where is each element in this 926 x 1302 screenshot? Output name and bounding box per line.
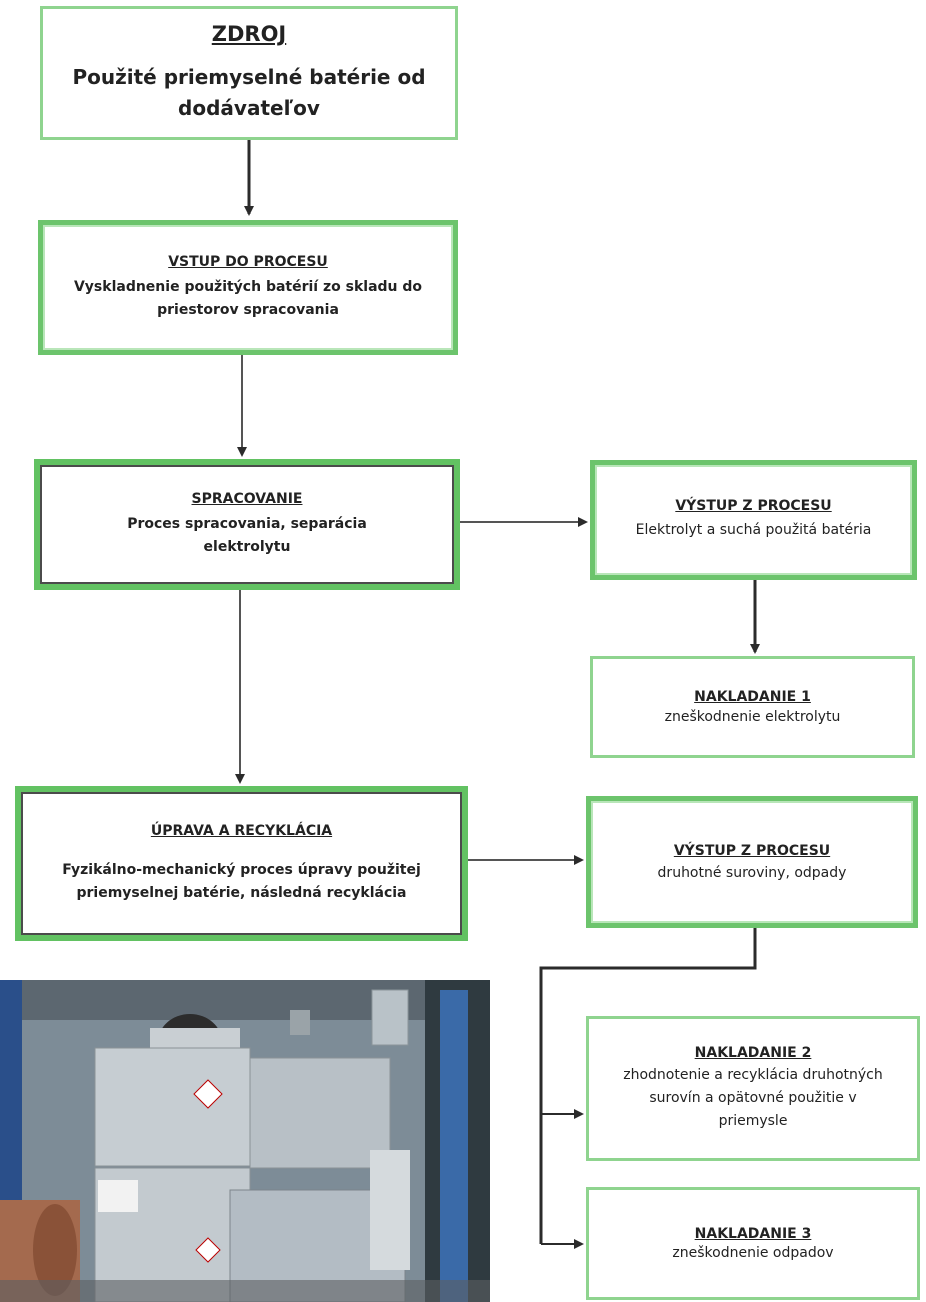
node-nakladanie2-title: NAKLADANIE 2: [694, 1044, 812, 1061]
node-nakladanie3-title: NAKLADANIE 3: [694, 1226, 812, 1242]
node-uprava: ÚPRAVA A RECYKLÁCIA Fyzikálno-mechanický…: [15, 786, 468, 941]
node-uprava-text: Fyzikálno-mechanický proces úpravy použi…: [62, 861, 421, 901]
connector-vystup2-branch: [539, 928, 757, 1244]
node-vystup1-title: VÝSTUP Z PROCESU: [675, 498, 832, 514]
node-nakladanie2-text: zhodnotenie a recyklácia druhotných suro…: [623, 1066, 883, 1129]
node-vystup2-text: druhotné suroviny, odpady: [657, 865, 847, 881]
node-spracovanie: SPRACOVANIE Proces spracovania, separáci…: [34, 459, 460, 590]
node-nakladanie1-title: NAKLADANIE 1: [694, 689, 811, 705]
node-zdroj: ZDROJ Použité priemyselné batérie od dod…: [40, 6, 458, 140]
node-nakladanie1-text: zneškodnenie elektrolytu: [664, 709, 841, 725]
node-uprava-title: ÚPRAVA A RECYKLÁCIA: [150, 822, 333, 839]
node-vystup2-title: VÝSTUP Z PROCESU: [673, 843, 831, 859]
node-nakladanie1: NAKLADANIE 1 zneškodnenie elektrolytu: [590, 656, 915, 758]
node-vstup-text: Vyskladnenie použitých batérií zo skladu…: [73, 278, 423, 318]
warehouse-photo-drawing: [0, 980, 490, 1302]
node-spracovanie-title: SPRACOVANIE: [191, 490, 303, 507]
node-vystup1-text: Elektrolyt a suchá použitá batéria: [635, 522, 872, 538]
node-zdroj-title: ZDROJ: [211, 22, 287, 46]
node-nakladanie2: NAKLADANIE 2 zhodnotenie a recyklácia dr…: [586, 1016, 920, 1161]
node-vstup: VSTUP DO PROCESU Vyskladnenie použitých …: [38, 220, 458, 355]
node-zdroj-text: Použité priemyselné batérie od dodávateľ…: [72, 65, 426, 120]
node-vstup-title: VSTUP DO PROCESU: [168, 253, 328, 270]
warehouse-photo: [0, 980, 490, 1302]
node-nakladanie3: NAKLADANIE 3 zneškodnenie odpadov: [586, 1187, 920, 1300]
node-vystup1: VÝSTUP Z PROCESU Elektrolyt a suchá použ…: [590, 460, 917, 580]
node-spracovanie-text: Proces spracovania, separácia elektrolyt…: [127, 515, 367, 555]
node-nakladanie3-text: zneškodnenie odpadov: [672, 1245, 834, 1261]
node-vystup2: VÝSTUP Z PROCESU druhotné suroviny, odpa…: [586, 796, 918, 928]
